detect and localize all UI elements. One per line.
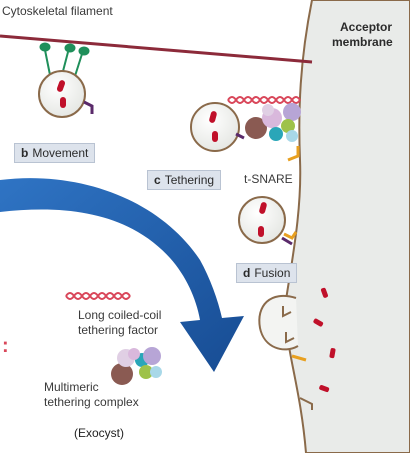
step-tethering-letter: c [154,173,161,187]
vesicle-tethering [190,102,245,152]
acceptor-membrane-label-line2: membrane [332,35,393,49]
t-snare-protein [287,146,300,162]
legend-coiled-coil-icon [65,292,131,300]
coiled-coil-tether [227,96,301,104]
exocyst-label: (Exocyst) [74,426,125,440]
edge-mark: : [2,335,9,357]
cytoskeletal-filament [0,34,313,64]
step-movement-letter: b [21,146,29,160]
legend-multimeric-label-line1: Multimeric [44,380,99,394]
legend-coiled-coil-label-line1: Long coiled-coil [78,308,162,322]
multimeric-complex-tethered [245,103,301,142]
step-fusion-label: Fusion [254,266,291,280]
step-tethering-label: Tethering [164,173,215,187]
released-cargo [313,287,336,393]
pathway-arrow [0,178,244,372]
legend-coiled-coil-label-line2: tethering factor [78,323,159,337]
step-movement-label: Movement [32,146,89,160]
legend-multimeric-label-line2: tethering complex [44,395,139,409]
cytoskeletal-filament-label: Cytoskeletal filament [2,4,113,18]
acceptor-membrane [284,0,410,453]
t-snare-label: t-SNARE [244,172,293,186]
vesicle-movement [38,70,94,118]
acceptor-membrane-label-line1: Acceptor [340,20,393,34]
step-fusion-letter: d [243,266,251,280]
vesicle-fused [258,295,313,410]
vesicle-fusion [238,196,298,246]
legend-multimeric-icon [111,347,162,385]
motor-proteins [39,42,90,77]
